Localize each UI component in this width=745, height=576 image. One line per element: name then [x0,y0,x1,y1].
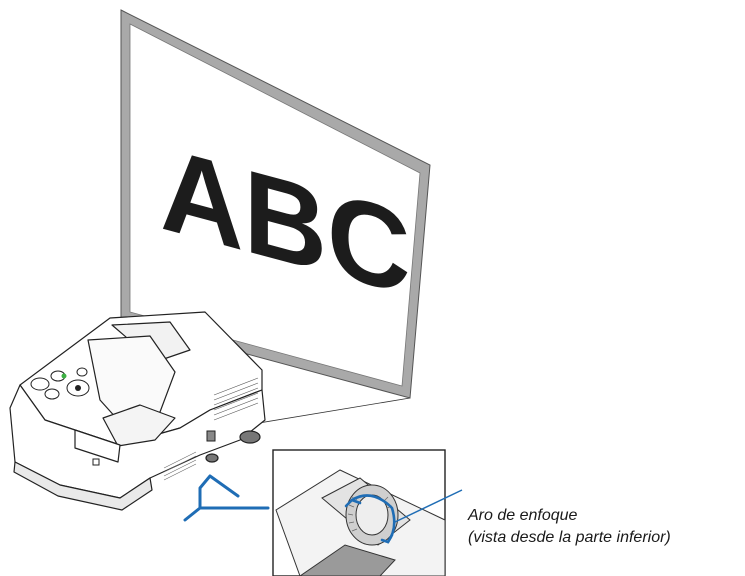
indicator-arrow [185,476,268,520]
status-led-icon [62,374,67,379]
projector-foot [240,431,260,443]
side-port-icon [207,431,215,441]
callout-sublabel: (vista desde la parte inferior) [468,527,743,549]
control-button [45,389,59,399]
focus-ring-callout: Aro de enfoque (vista desde la parte inf… [468,505,743,549]
inset-focus-ring-view [273,450,462,576]
control-button [77,368,87,376]
lock-port-icon [93,459,99,465]
control-dial-center [75,385,81,391]
projector-foot [206,454,218,462]
projector [10,312,265,510]
callout-label: Aro de enfoque [468,505,743,527]
control-button [31,378,49,390]
